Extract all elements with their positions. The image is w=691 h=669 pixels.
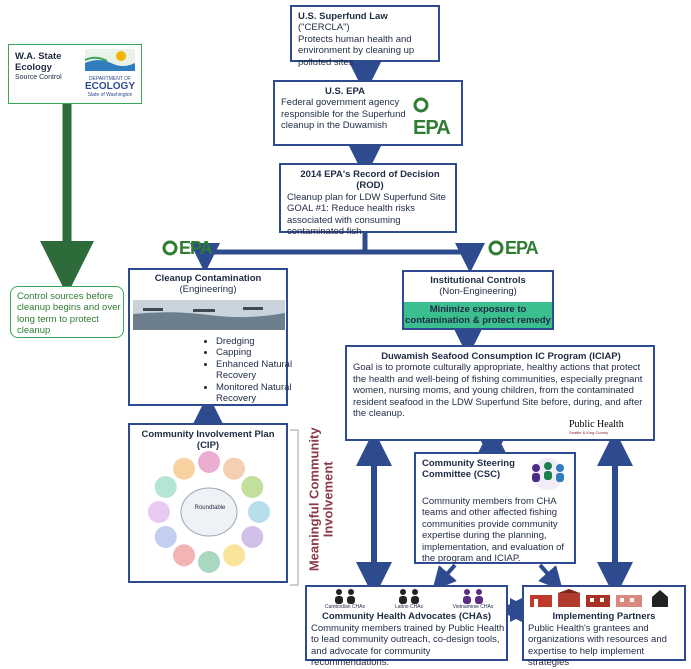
- roundtable-seat: [241, 526, 264, 548]
- partners-box: Implementing Partners Public Health's gr…: [522, 585, 686, 668]
- iciap-box: Duwamish Seafood Consumption IC Program …: [345, 345, 655, 441]
- arrow-csc-cha: [432, 563, 457, 591]
- cha-group-label: Latino CHAs: [394, 604, 424, 610]
- cleanup-item: Capping: [216, 347, 298, 358]
- cha-box: Cambodian CHAs Latino CHAs Vietnamese CH…: [305, 585, 508, 668]
- roundtable-seat: [223, 544, 245, 567]
- csc-text: Community members from CHA teams and oth…: [422, 496, 565, 564]
- roundtable-seat: [154, 476, 177, 498]
- roundtable-hub: [180, 487, 238, 537]
- roundtable-seat: [173, 457, 195, 480]
- csc-title: Community Steering Committee (CSC): [422, 458, 515, 481]
- cleanup-item: Monitored Natural Recovery: [216, 382, 298, 405]
- epa-flower-icon: [162, 240, 178, 256]
- roundtable-seat: [154, 526, 177, 548]
- iciap-text: Goal is to promote culturally appropriat…: [353, 362, 643, 419]
- cleanup-box: Cleanup Contamination (Engineering) Dred…: [128, 268, 292, 406]
- ecology-title: W.A. State Ecology: [15, 51, 62, 74]
- cip-title: Community Involvement Plan (CIP): [141, 429, 275, 452]
- rod-title: 2014 EPA's Record of Decision (ROD): [300, 169, 440, 192]
- epa-logo: EPA: [413, 94, 461, 140]
- rod-box: 2014 EPA's Record of Decision (ROD) Clea…: [279, 163, 457, 237]
- partner-buildings-icons: [530, 589, 668, 607]
- cleanup-subtitle: (Engineering): [179, 284, 237, 296]
- cip-center-label: Roundtable: [194, 505, 226, 511]
- ecology-wave-icon: [84, 49, 135, 71]
- superfund-text: Protects human health and environment by…: [298, 33, 415, 68]
- roundtable-seat: [241, 476, 264, 498]
- roundtable-seat: [198, 451, 220, 473]
- cleanup-list: Dredging Capping Enhanced Natural Recove…: [204, 336, 298, 404]
- epa-flower-icon: [413, 97, 429, 113]
- csc-box: Community Steering Committee (CSC) Commu…: [414, 452, 576, 564]
- roundtable-seat: [148, 501, 170, 523]
- superfund-title-suffix: ("CERCLA"): [298, 22, 350, 34]
- roundtable-seat: [173, 544, 195, 567]
- roundtable-seat: [198, 551, 220, 573]
- meaningful-bracket: [290, 429, 299, 586]
- group-icon: [399, 589, 419, 604]
- epa-flower-icon: [488, 240, 504, 256]
- cip-box: Community Involvement Plan (CIP) Roundta…: [128, 423, 288, 583]
- cleanup-item: Dredging: [216, 336, 298, 347]
- ecology-box: W.A. State Ecology Source Control DEPART…: [8, 44, 142, 104]
- public-health-logo: Public Health Seattle & King County: [569, 419, 624, 435]
- institutional-banner: Minimize exposure to contamination & pro…: [404, 302, 552, 328]
- cha-group-label: Cambodian CHAs: [324, 604, 366, 610]
- cha-groups: Cambodian CHAs Latino CHAs Vietnamese CH…: [317, 587, 497, 610]
- institutional-box: Institutional Controls (Non-Engineering)…: [402, 270, 554, 330]
- people-group-icon: [532, 458, 564, 490]
- ecology-subtitle: Source Control: [15, 73, 62, 81]
- cha-title: Community Health Advocates (CHAs): [321, 611, 492, 622]
- superfund-box: U.S. Superfund Law ("CERCLA") Protects h…: [290, 5, 440, 68]
- rod-text: Cleanup plan for LDW Superfund Site GOAL…: [287, 191, 446, 237]
- cha-text: Community members trained by Public Heal…: [311, 623, 505, 669]
- cha-group-label: Vietnamese CHAs: [452, 604, 494, 610]
- cleanup-item: Enhanced Natural Recovery: [216, 359, 298, 382]
- group-icon: [335, 589, 355, 604]
- epa-box: U.S. EPA Federal government agency respo…: [273, 80, 463, 146]
- roundtable-seat: [223, 457, 245, 480]
- epa-title: U.S. EPA: [325, 86, 365, 97]
- ecology-note-box: Control sources before cleanup begins an…: [10, 286, 124, 338]
- partners-text: Public Health's grantees and organizatio…: [528, 623, 667, 669]
- institutional-subtitle: (Non-Engineering): [439, 286, 517, 298]
- superfund-title: U.S. Superfund Law: [298, 11, 388, 22]
- cleanup-title: Cleanup Contamination: [154, 273, 262, 284]
- meaningful-label: Meaningful Community Involvement: [306, 427, 336, 572]
- arrow-csc-partners: [538, 563, 563, 591]
- institutional-title: Institutional Controls: [430, 275, 526, 286]
- epa-logo-left: EPA: [162, 238, 213, 259]
- group-icon: [463, 589, 483, 604]
- epa-logo-right: EPA: [488, 238, 539, 259]
- roundtable-seat: [248, 501, 270, 523]
- ecology-note: Control sources before cleanup begins an…: [17, 291, 121, 337]
- partners-title: Implementing Partners: [552, 611, 656, 622]
- cleanup-diagram-image: [133, 300, 285, 330]
- epa-text: Federal government agency responsible fo…: [281, 97, 406, 132]
- iciap-title: Duwamish Seafood Consumption IC Program …: [381, 351, 621, 362]
- cip-roundtable-diagram: [148, 451, 270, 573]
- ecology-logo: DEPARTMENT OF ECOLOGY State of Washingto…: [81, 49, 139, 101]
